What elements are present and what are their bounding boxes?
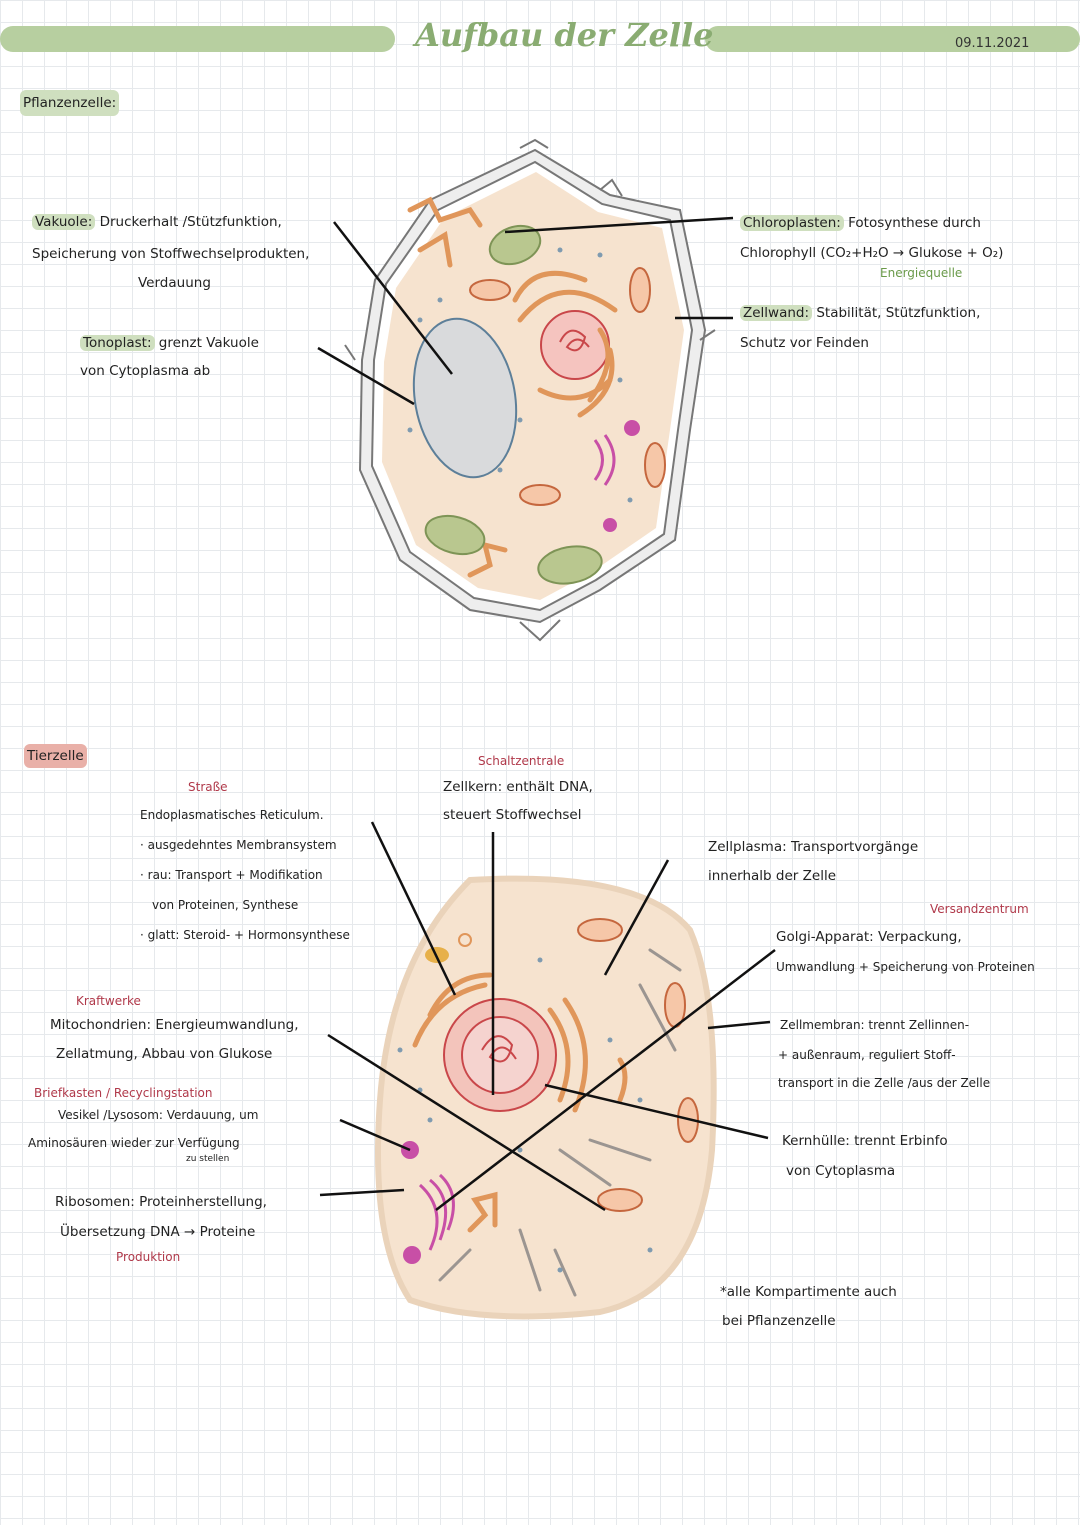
footnote-1: *alle Kompartimente auch <box>720 1284 897 1300</box>
vakuole-desc-1: Druckerhalt /Stützfunktion, <box>99 214 282 230</box>
mito-desc-1: Mitochondrien: Energieumwandlung, <box>50 1017 299 1033</box>
plant-heading: Pflanzenzelle: <box>20 90 120 116</box>
mito-desc-2: Zellatmung, Abbau von Glukose <box>56 1046 273 1062</box>
tonoplast-label: Tonoplast: grenzt Vakuole <box>80 328 259 358</box>
zellkern-nickname: Schaltzentrale <box>478 754 565 768</box>
ribosomen-desc-1: Ribosomen: Proteinherstellung, <box>55 1194 267 1210</box>
chloroplasten-desc-1: Fotosynthese durch <box>848 215 981 231</box>
plant-er <box>407 196 618 578</box>
plant-nucleus <box>540 310 610 380</box>
vakuole-label: Vakuole: Druckerhalt /Stützfunktion, <box>32 207 282 237</box>
footnote-2: bei Pflanzenzelle <box>722 1313 836 1329</box>
vakuole-desc-2: Speicherung von Stoffwechselprodukten, <box>32 246 310 262</box>
er-nickname: Straße <box>188 780 228 794</box>
animal-mitochondria <box>577 918 699 1212</box>
membran-desc-3: transport in die Zelle /aus der Zelle <box>778 1076 991 1090</box>
zellwand-desc-2: Schutz vor Feinden <box>740 335 869 351</box>
header-bar-right <box>705 26 1080 52</box>
tonoplast-term: Tonoplast: <box>80 335 155 351</box>
cytoskeleton <box>438 948 682 1297</box>
chloroplasten-desc-2: Chlorophyll (CO₂+H₂O → Glukose + O₂) <box>740 245 1004 261</box>
golgi-desc-2: Umwandlung + Speicherung von Proteinen <box>776 960 1035 974</box>
membran-desc-2: + außenraum, reguliert Stoff- <box>778 1048 956 1062</box>
page-title: Aufbau der Zelle <box>415 16 714 54</box>
vakuole-term: Vakuole: <box>32 214 96 230</box>
vesikel-desc-1: Vesikel /Lysosom: Verdauung, um <box>58 1108 259 1122</box>
tonoplast-desc-1: grenzt Vakuole <box>158 335 259 351</box>
chloroplasten-term: Chloroplasten: <box>740 215 844 231</box>
plant-ribosomes <box>407 247 633 503</box>
golgi-nickname: Versandzentrum <box>930 902 1029 916</box>
animal-leader-lines <box>319 821 776 1212</box>
golgi-desc-1: Golgi-Apparat: Verpackung, <box>776 929 962 945</box>
page-date: 09.11.2021 <box>955 36 1030 51</box>
plant-leader-lines <box>317 216 734 406</box>
plant-vesicle <box>603 518 617 532</box>
chloroplasten-label: Chloroplasten: Fotosynthese durch <box>740 208 981 238</box>
plant-cytoplasm <box>382 172 684 600</box>
chloroplasten-note: Energiequelle <box>880 266 963 280</box>
tonoplast-desc-2: von Cytoplasma ab <box>80 363 211 379</box>
zellplasma-desc-2: innerhalb der Zelle <box>708 868 836 884</box>
er-desc-4: von Proteinen, Synthese <box>152 898 299 912</box>
er-desc-3: · rau: Transport + Modifikation <box>140 868 323 882</box>
membran-desc-1: Zellmembran: trennt Zellinnen- <box>780 1018 970 1032</box>
centriole <box>458 933 472 947</box>
er-desc-5: · glatt: Steroid- + Hormonsynthese <box>140 928 350 942</box>
header-bar-left <box>0 26 395 52</box>
zellkern-desc-2: steuert Stoffwechsel <box>443 807 582 823</box>
zellwand-desc-1: Stabilität, Stützfunktion, <box>816 305 981 321</box>
zellkern-desc-1: Zellkern: enthält DNA, <box>443 779 593 795</box>
mito-nickname: Kraftwerke <box>76 994 141 1008</box>
plant-mitochondria <box>469 267 666 506</box>
er-desc-1: Endoplasmatisches Reticulum. <box>140 808 324 822</box>
vakuole-desc-3: Verdauung <box>138 275 211 291</box>
plant-golgi <box>593 434 616 486</box>
ribosomen-desc-2: Übersetzung DNA → Proteine <box>60 1224 256 1240</box>
vesikel-desc-2: Aminosäuren wieder zur Verfügung <box>28 1136 240 1150</box>
zellwand-label: Zellwand: Stabilität, Stützfunktion, <box>740 298 980 328</box>
animal-golgi <box>418 1173 455 1251</box>
vesikel-nickname: Briefkasten / Recyclingstation <box>34 1086 213 1100</box>
animal-nucleus <box>443 998 557 1112</box>
plant-cell <box>317 138 734 642</box>
zellwand-term: Zellwand: <box>740 305 813 321</box>
animal-cell <box>319 821 776 1320</box>
kernhuelle-desc-2: von Cytoplasma <box>786 1163 896 1179</box>
chloroplast <box>424 224 603 585</box>
ribosomen-note: Produktion <box>116 1250 181 1264</box>
er-desc-2: · ausgedehntes Membransystem <box>140 838 337 852</box>
vesikel-desc-3: zu stellen <box>186 1154 230 1164</box>
kernhuelle-desc-1: Kernhülle: trennt Erbinfo <box>782 1133 948 1149</box>
zellplasma-desc-1: Zellplasma: Transportvorgänge <box>708 839 919 855</box>
animal-heading: Tierzelle <box>24 744 87 768</box>
plant-vesicle <box>624 420 640 436</box>
lysosome <box>403 1246 421 1264</box>
